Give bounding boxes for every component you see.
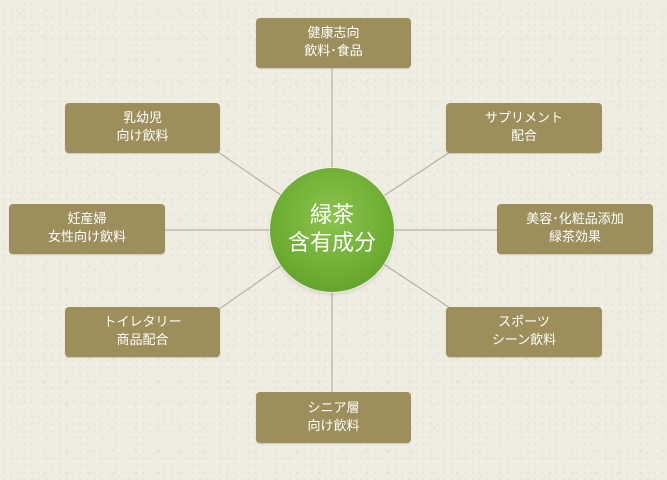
node-toiletry-line1: トイレタリー bbox=[103, 315, 182, 330]
node-health-line1: 健康志向 bbox=[307, 26, 360, 41]
node-infant: 乳幼児 向け飲料 bbox=[65, 103, 220, 153]
node-supplement-line2: 配合 bbox=[510, 129, 537, 144]
node-supplement-line1: サプリメント bbox=[484, 111, 563, 126]
center-hub-line2: 含有成分 bbox=[287, 231, 376, 256]
node-beauty: 美容･化粧品添加 緑茶効果 bbox=[497, 204, 653, 254]
node-infant-line2: 向け飲料 bbox=[116, 129, 169, 144]
node-toiletry-line2: 商品配合 bbox=[116, 333, 169, 348]
node-beauty-line1: 美容･化粧品添加 bbox=[526, 212, 624, 227]
node-health: 健康志向 飲料･食品 bbox=[256, 18, 411, 68]
node-sports-line2: シーン飲料 bbox=[491, 333, 557, 348]
node-senior: シニア層 向け飲料 bbox=[256, 392, 411, 443]
node-pregnant-line2: 女性向け飲料 bbox=[47, 230, 126, 245]
node-pregnant-line1: 妊産婦 bbox=[67, 212, 107, 227]
node-sports-line1: スポーツ bbox=[498, 315, 550, 330]
node-senior-line2: 向け飲料 bbox=[307, 418, 360, 434]
center-hub: 緑茶 含有成分 bbox=[270, 168, 394, 292]
node-sports: スポーツ シーン飲料 bbox=[446, 307, 602, 357]
node-infant-line1: 乳幼児 bbox=[122, 111, 162, 126]
node-pregnant: 妊産婦 女性向け飲料 bbox=[9, 204, 165, 254]
node-toiletry: トイレタリー 商品配合 bbox=[65, 307, 220, 357]
node-supplement: サプリメント 配合 bbox=[446, 103, 602, 153]
node-senior-line1: シニア層 bbox=[307, 400, 360, 416]
node-beauty-line2: 緑茶効果 bbox=[548, 230, 601, 245]
node-health-line2: 飲料･食品 bbox=[304, 44, 363, 59]
center-hub-line1: 緑茶 bbox=[309, 203, 354, 228]
